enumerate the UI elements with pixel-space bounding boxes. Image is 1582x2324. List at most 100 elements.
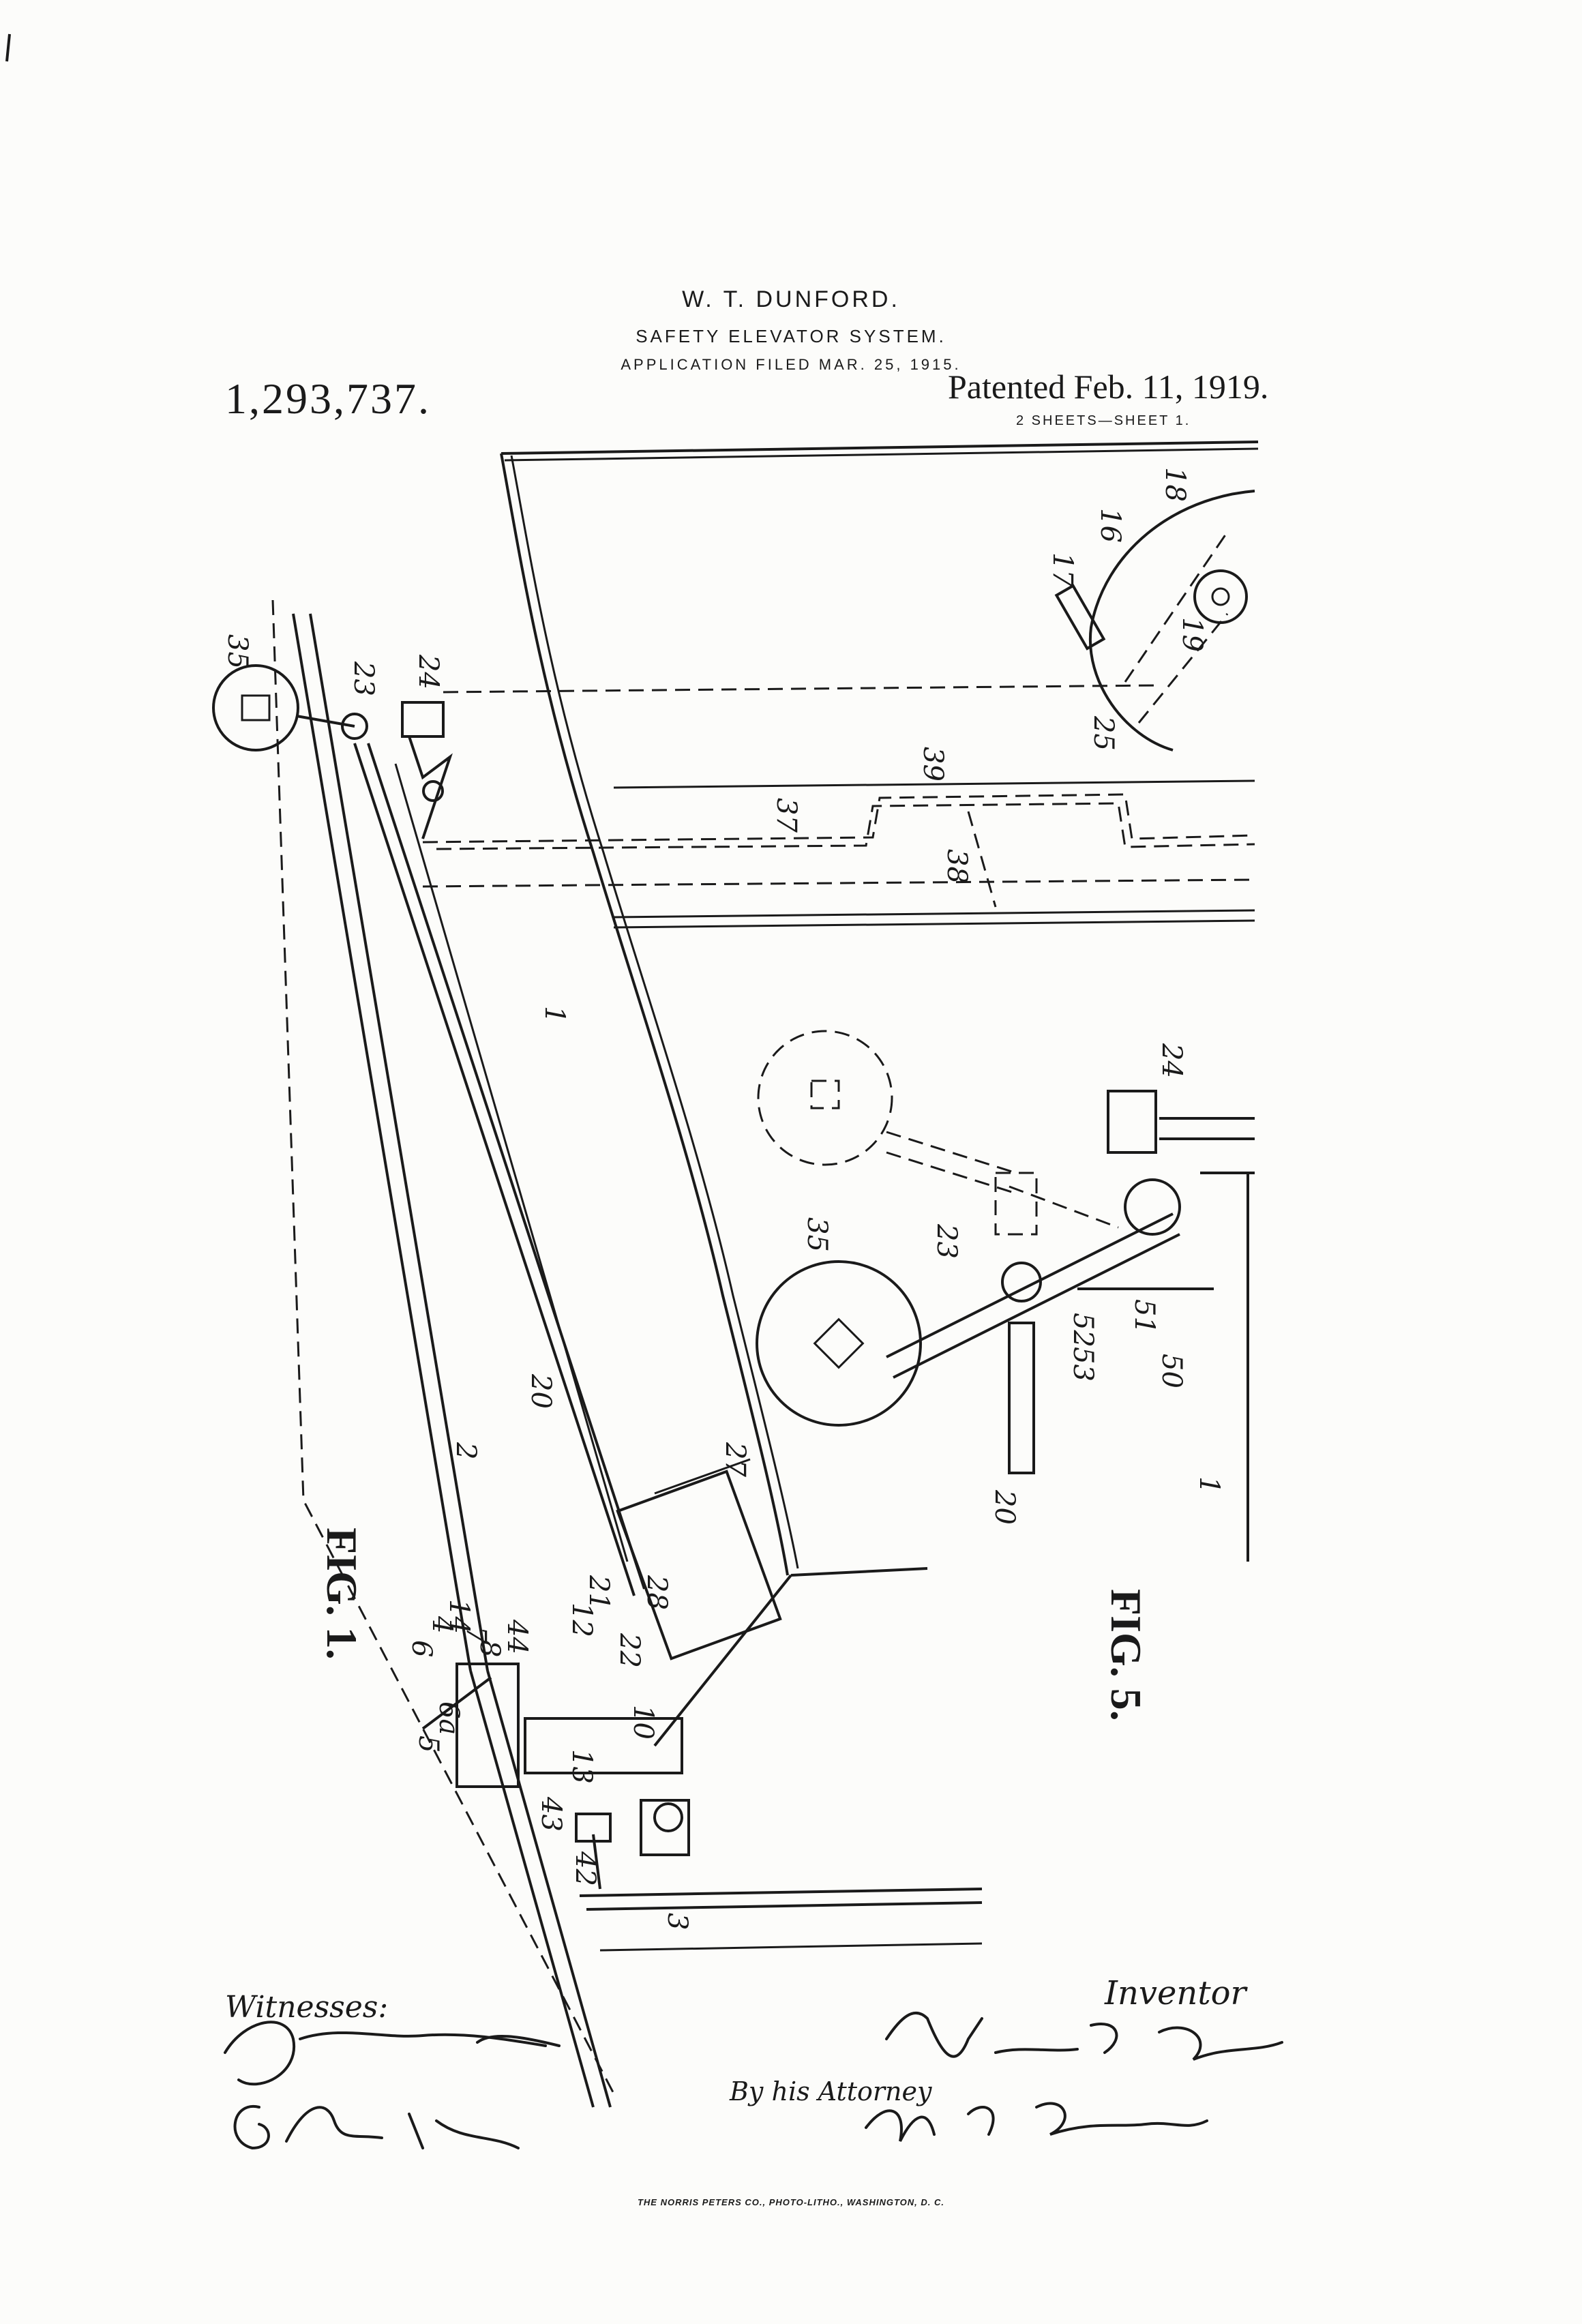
attorney-signature (865, 2102, 1208, 2142)
rod-20b (367, 743, 646, 1590)
guide-rail-dashed (271, 599, 615, 2094)
fixture-24-fig5 (1107, 1090, 1157, 1154)
weight-35-fig1 (212, 664, 299, 751)
inventor-signature-stroke (885, 2011, 1283, 2061)
fig1-numeral-38: 38 (941, 849, 972, 884)
fig1-numeral-35: 35 (222, 634, 253, 669)
fig1-numeral-23: 23 (348, 661, 379, 696)
block-10 (524, 1717, 683, 1774)
witnesses-label: Witnesses: (225, 1990, 389, 2025)
car-floor-edge (653, 1574, 792, 1747)
car-wall-edge (500, 453, 789, 1576)
bar-24-fig5 (1159, 1117, 1255, 1140)
patent-number: 1,293,737. (225, 374, 431, 423)
fig-1-label: FIG. 1. (318, 1528, 366, 1660)
fig1-numeral-17: 17 (1047, 552, 1078, 587)
shaft-line-1 (613, 779, 1255, 789)
top-wall-inner (504, 447, 1259, 462)
bottom-rail-3 (599, 1942, 983, 1952)
fig1-numeral-20: 20 (525, 1373, 556, 1409)
fig1-numeral-5: 5 (413, 1735, 444, 1753)
fig1-numeral-18: 18 (1159, 467, 1191, 502)
box-27 (616, 1470, 782, 1660)
application-filed-date: APPLICATION FILED MAR. 25, 1915. (621, 356, 961, 373)
part-42 (592, 1834, 601, 1890)
shaft-line-2 (613, 909, 1255, 919)
fig1-numeral-37: 37 (771, 798, 802, 833)
dashed-rod-2 (422, 878, 1255, 888)
pulley-19 (1193, 569, 1248, 624)
inventor-name-header: W. T. DUNFORD. (682, 286, 900, 312)
dashed-rod-1 (443, 684, 1160, 694)
rod-20-fig5 (1008, 1322, 1035, 1474)
dashed-rod-39 (422, 793, 1255, 844)
car-bottom-edge (790, 1567, 928, 1577)
lever-23-pivot (341, 713, 368, 740)
trip-arm (408, 736, 453, 839)
guide-rail-2a (292, 613, 472, 1671)
fig1-numeral-14: 14 (443, 1599, 475, 1634)
fig1-numeral-4: 4 (426, 1615, 458, 1633)
fig5-numeral-1: 1 (1193, 1476, 1225, 1493)
fig1-numeral-6a: 6a (433, 1701, 464, 1735)
fig1-numeral-27: 27 (719, 1442, 751, 1477)
rod-20c (394, 763, 629, 1562)
clamp-3 (640, 1799, 690, 1856)
rail-bottom-a (469, 1670, 595, 2108)
attorney-signature-stroke (865, 2102, 1208, 2142)
fig-1-drawing: 35 23 24 17 16 18 19 25 39 37 38 1 2 20 … (212, 441, 1259, 2108)
fig5-numeral-52: 52 (1067, 1313, 1099, 1347)
fig1-numeral-39: 39 (917, 747, 949, 781)
fig1-numeral-6: 6 (406, 1640, 437, 1657)
rod-20a (353, 743, 636, 1596)
box-27-top (654, 1458, 751, 1495)
fig1-numeral-13: 13 (566, 1749, 597, 1784)
fig1-numeral-43: 43 (535, 1796, 567, 1832)
guide-rail-2b (309, 613, 489, 1671)
patent-title: SAFETY ELEVATOR SYSTEM. (636, 326, 946, 346)
dashed-fixture (994, 1172, 1038, 1236)
fig1-numeral-42: 42 (569, 1851, 601, 1886)
fig1-numeral-19: 19 (1176, 617, 1208, 652)
fig1-numeral-12: 12 (566, 1603, 597, 1637)
fig1-numeral-25: 25 (1088, 715, 1119, 751)
fig-5-label: FIG. 5. (1102, 1589, 1150, 1721)
witness-2-signature (233, 2104, 520, 2150)
inventor-signature (885, 2011, 1283, 2061)
handle-17 (1054, 584, 1106, 651)
shaft-line-3 (613, 919, 1255, 929)
fig1-numeral-3: 3 (661, 1913, 693, 1930)
fig1-numeral-16: 16 (1094, 508, 1126, 543)
dashed-weight-hub (810, 1079, 840, 1109)
cylinder-6 (456, 1663, 520, 1788)
sheet-indicator: 2 SHEETS—SHEET 1. (1016, 413, 1191, 428)
top-wall (501, 441, 1259, 455)
bottom-rail-1 (579, 1888, 983, 1897)
fig-5-drawing: 24 35 23 52 53 51 50 20 1 FIG. 5. (756, 1030, 1255, 1721)
witness-2-signature-stroke (233, 2104, 520, 2150)
pulley-19-hub (1211, 587, 1230, 606)
by-attorney-label: By his Attorney (730, 2076, 932, 2106)
dashed-part-38 (967, 811, 997, 908)
bottom-rail-2 (586, 1901, 983, 1911)
lever-23-fig5-a (886, 1212, 1174, 1358)
lever-23-fig5-b (893, 1233, 1180, 1379)
dashed-link-25 (1137, 613, 1229, 724)
fig5-numeral-51: 51 (1129, 1299, 1160, 1334)
lever-23 (296, 715, 355, 728)
fig1-numeral-44: 44 (501, 1619, 533, 1654)
scan-mark (5, 33, 11, 62)
fig5-numeral-53: 53 (1067, 1347, 1099, 1382)
dashed-lever-c (1009, 1185, 1119, 1229)
fig5-numeral-20: 20 (989, 1489, 1020, 1525)
fig1-numeral-24: 24 (413, 654, 444, 689)
arm-5 (421, 1676, 492, 1730)
weight-35-fig5 (756, 1260, 922, 1427)
dashed-link-18 (1124, 531, 1229, 683)
cam-pivot (1124, 1178, 1181, 1236)
fig5-numeral-24: 24 (1156, 1043, 1187, 1078)
fig5-numeral-35: 35 (801, 1217, 833, 1252)
car-wall-edge-inner (510, 455, 799, 1569)
clamp-3-bolt (653, 1802, 683, 1832)
